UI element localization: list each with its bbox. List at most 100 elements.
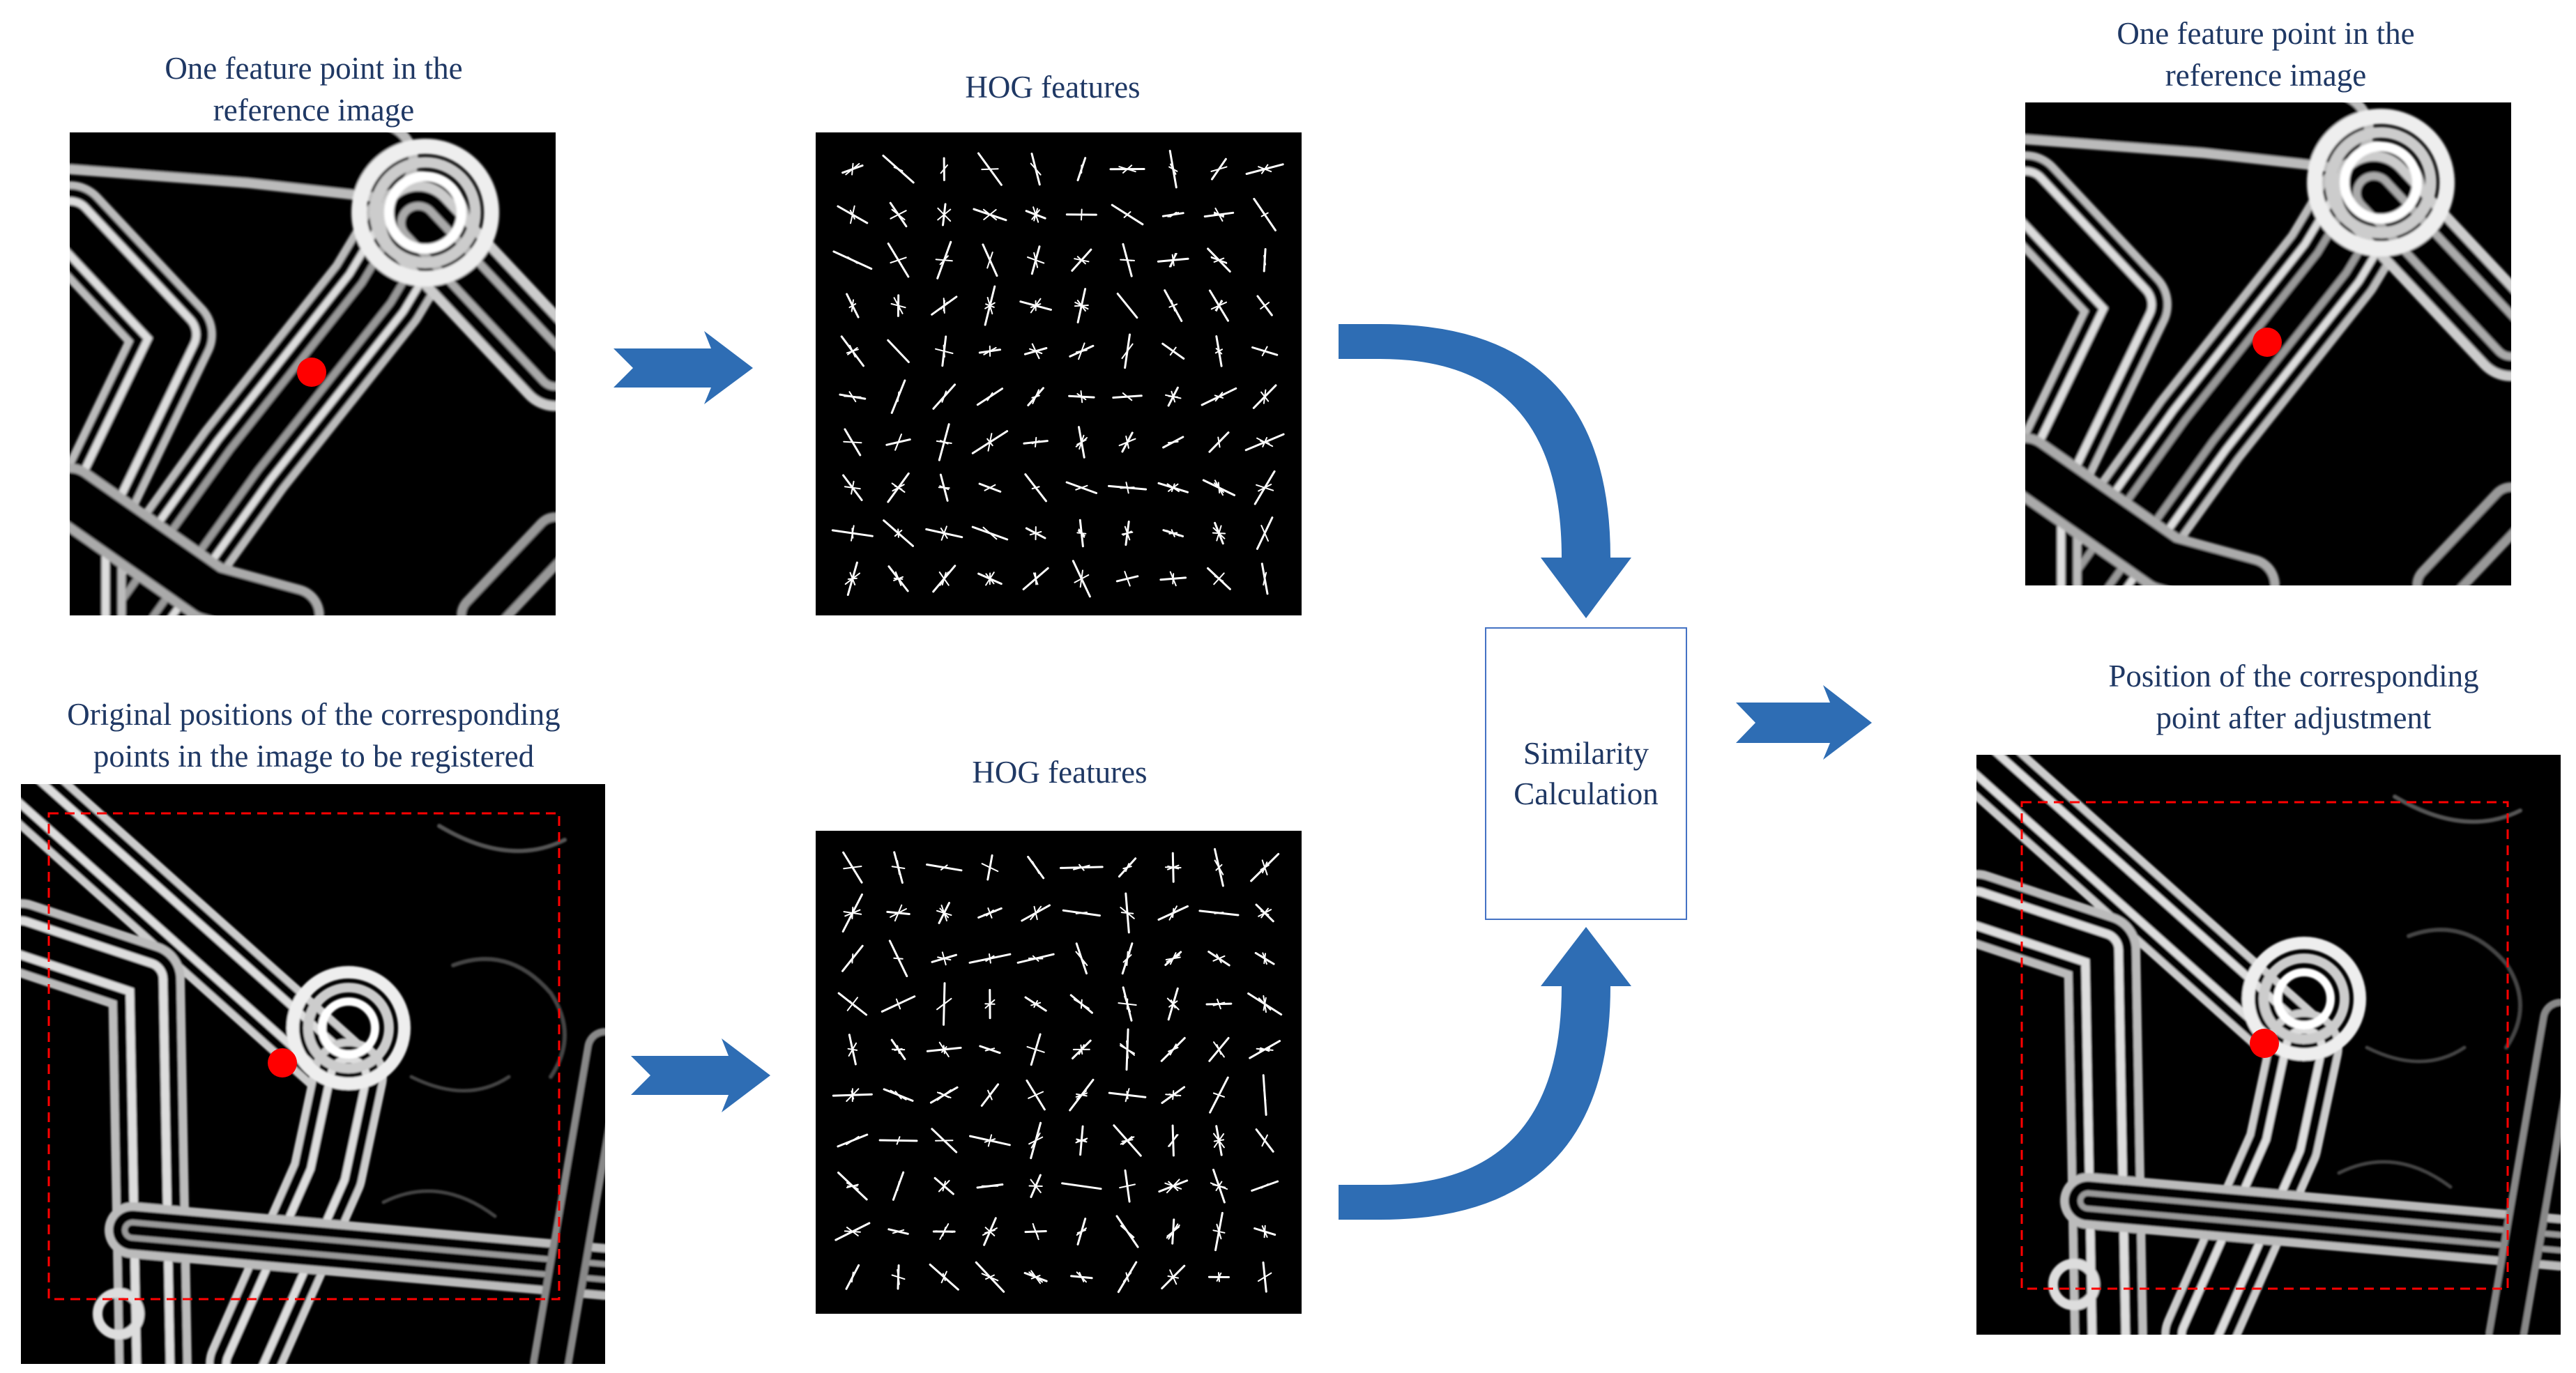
hog-cell-glyph (1119, 1169, 1136, 1203)
hog-cell-glyph (1255, 903, 1274, 923)
hog-cell-glyph (977, 572, 1003, 586)
hog-cell-glyph (1111, 204, 1144, 226)
hog-cell-glyph (1075, 1125, 1088, 1156)
hog-cell-glyph (982, 243, 998, 277)
hog-cell-glyph (1121, 520, 1134, 546)
hog-cell-glyph (1208, 1036, 1230, 1062)
hog-cell-glyph (1030, 153, 1042, 186)
hog-cell-glyph (889, 201, 908, 228)
hog-cell-glyph (971, 526, 1009, 541)
hog-cell-glyph (936, 902, 952, 924)
hog-cell-glyph (1161, 342, 1185, 360)
hog-cell-glyph (1161, 1264, 1186, 1289)
hog-cell-glyph (1162, 436, 1184, 449)
hog-cell-glyph (1251, 1180, 1279, 1192)
hog-cell-glyph (839, 391, 867, 403)
hog-cell-glyph (935, 335, 954, 367)
hog-cell-glyph (932, 383, 957, 410)
hog-cell-glyph (1072, 1039, 1092, 1060)
hog-cell-glyph (977, 907, 1003, 919)
hog-cell-glyph (837, 1172, 868, 1201)
hog-cell-glyph (1120, 892, 1135, 934)
hog-cell-glyph (1251, 346, 1279, 357)
hog-cell-glyph (984, 988, 996, 1020)
hog-cell-glyph (1165, 386, 1182, 407)
hog-cell-glyph (1120, 243, 1135, 277)
hog-cell-glyph (1202, 479, 1236, 496)
hog-cell-glyph (978, 345, 1002, 357)
feature-point-marker (2250, 1029, 2279, 1058)
caption-hog-features-bottom: HOG features (972, 755, 1148, 790)
hog-cell-glyph (878, 1136, 918, 1145)
search-window-rect (2020, 801, 2509, 1290)
hog-cell-glyph (841, 944, 864, 972)
hog-cell-glyph (936, 423, 952, 461)
hog-cell-glyph (1025, 526, 1046, 541)
hog-cell-glyph (935, 240, 953, 279)
hog-cell-glyph (1164, 289, 1183, 322)
hog-cell-glyph (1121, 333, 1134, 369)
hog-cell-glyph (1164, 951, 1182, 966)
hog-cell-glyph (1070, 1271, 1093, 1283)
hog-cell-glyph (1207, 951, 1230, 967)
hog-cell-glyph (936, 982, 952, 1026)
curved-arrow-up-icon (1339, 927, 1631, 1220)
hog-cell-glyph (1118, 986, 1137, 1022)
hog-cell-glyph (842, 474, 863, 501)
hog-cell-glyph (931, 951, 957, 966)
hog-features-top-panel (816, 132, 1302, 615)
hog-cell-glyph (841, 162, 864, 176)
hog-cell-glyph (843, 428, 862, 457)
caption-adjusted-position: Position of the corresponding point afte… (2108, 659, 2479, 735)
hog-cell-glyph (1021, 904, 1051, 922)
hog-cell-glyph (1210, 1168, 1228, 1204)
hog-cell-glyph (933, 1176, 954, 1195)
hog-cell-glyph (1212, 1211, 1226, 1252)
hog-cell-glyph (834, 1222, 871, 1241)
hog-cell-glyph (926, 1041, 962, 1057)
curved-arrow-down-icon (1339, 324, 1631, 618)
hog-cell-glyph (1157, 482, 1189, 493)
hog-cell-glyph (973, 208, 1007, 222)
reference-image-left (70, 132, 556, 615)
hog-cell-glyph (1207, 1272, 1230, 1282)
hog-cell-glyph (1023, 1270, 1048, 1284)
hog-cell-glyph (1205, 998, 1233, 1010)
hog-cell-glyph (1113, 1124, 1142, 1157)
hog-cell-glyph (883, 1088, 914, 1102)
hog-cell-glyph (1162, 529, 1184, 537)
hog-cell-glyph (1257, 1261, 1272, 1293)
hog-cell-glyph (1024, 996, 1047, 1012)
hog-cell-glyph (1256, 516, 1274, 550)
similarity-calculation-label: Similarity Calculation (1514, 736, 1659, 811)
hog-cell-glyph (1161, 211, 1184, 218)
hog-cell-glyph (837, 992, 868, 1016)
hog-cell-glyph (976, 1183, 1004, 1189)
hog-cell-glyph (886, 904, 910, 922)
arrow-right-icon (613, 331, 753, 404)
hog-features-bottom-panel (816, 831, 1302, 1314)
hog-cell-glyph (1109, 164, 1145, 174)
hog-cell-glyph (938, 473, 950, 502)
hog-cell-glyph (1072, 560, 1091, 598)
hog-cell-glyph (891, 1264, 906, 1290)
hog-cell-glyph (1207, 567, 1231, 590)
hog-cell-glyph (1076, 157, 1087, 182)
hog-cell-glyph (1121, 942, 1134, 975)
hog-cell-glyph (1157, 905, 1189, 921)
hog-cell-glyph (1249, 1040, 1281, 1059)
hog-cell-glyph (832, 1088, 873, 1103)
hog-cell-glyph (887, 243, 910, 278)
hog-cell-glyph (929, 1264, 959, 1291)
hog-cell-glyph (1244, 433, 1285, 452)
hog-cell-glyph (1112, 392, 1143, 401)
hog-cell-glyph (1252, 384, 1277, 409)
hog-cell-glyph (1117, 1261, 1138, 1294)
hog-cell-glyph (1213, 1125, 1225, 1156)
hog-cell-glyph (1262, 1074, 1267, 1116)
hog-cell-glyph (1027, 245, 1045, 275)
hog-cell-glyph (1208, 431, 1230, 453)
hog-cell-glyph (842, 851, 863, 884)
hog-cell-glyph (1062, 909, 1101, 917)
hog-cell-glyph (968, 953, 1012, 964)
